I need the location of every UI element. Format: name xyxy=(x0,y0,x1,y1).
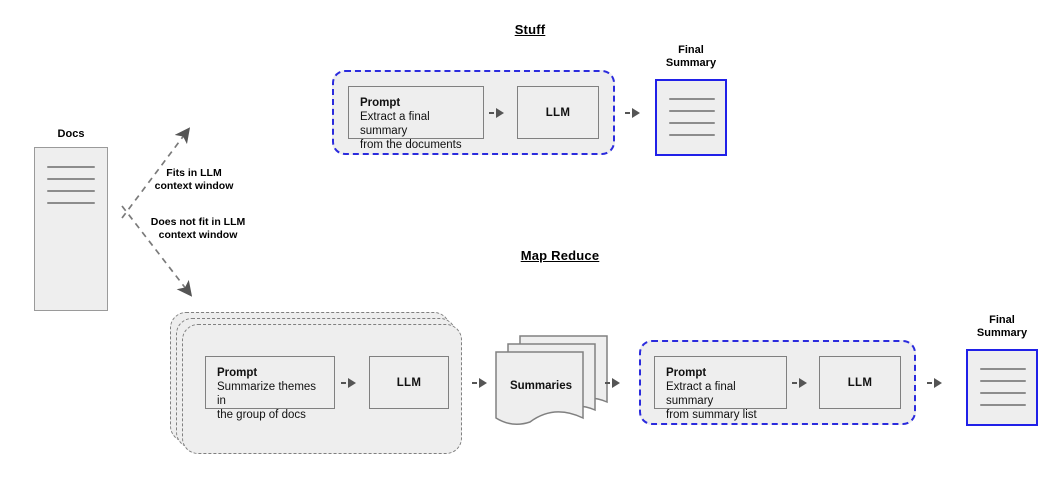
reduce-llm-box[interactable]: LLM xyxy=(819,356,901,409)
arrowhead-icon xyxy=(799,378,807,388)
summaries-sheet-front xyxy=(495,351,584,425)
docs-text-line xyxy=(47,166,95,168)
map-prompt-title: Prompt xyxy=(217,367,258,379)
reduce-prompt-body: Extract a final summary from summary lis… xyxy=(666,381,757,421)
reduce-prompt-box[interactable]: Prompt Extract a final summary from summ… xyxy=(654,356,787,421)
summary-text-line xyxy=(669,110,715,112)
summary-text-line xyxy=(669,134,715,136)
reduce-connector-llm-to-output xyxy=(927,377,942,389)
branch-arrow-fits xyxy=(121,127,191,219)
reduce-connector-prompt-to-llm xyxy=(792,377,807,389)
branch-arrow-does-not-fit xyxy=(121,205,193,297)
docs-text-line xyxy=(47,190,95,192)
arrowhead-icon xyxy=(496,108,504,118)
map-llm-box[interactable]: LLM xyxy=(369,356,449,409)
map-llm-label: LLM xyxy=(396,376,422,389)
stuff-prompt-box[interactable]: Prompt Extract a final summary from the … xyxy=(348,86,484,151)
summary-text-line xyxy=(980,404,1026,406)
branch-label-fits: Fits in LLM context window xyxy=(154,167,234,192)
docs-document[interactable] xyxy=(34,147,108,311)
summaries-label: Summaries xyxy=(509,380,572,392)
summary-text-line xyxy=(669,122,715,124)
stuff-output-caption: Final Summary xyxy=(665,44,717,69)
connector-stem xyxy=(605,382,610,384)
stuff-llm-box[interactable]: LLM xyxy=(517,86,599,139)
reduce-llm-label: LLM xyxy=(847,376,873,389)
summary-text-line xyxy=(980,380,1026,382)
map-prompt-body: Summarize themes in the group of docs xyxy=(217,381,317,421)
stuff-prompt-body: Extract a final summary from the documen… xyxy=(360,111,462,151)
section-title-stuff: Stuff xyxy=(514,22,546,37)
summaries-connector-to-reduce xyxy=(605,377,620,389)
arrowhead-icon xyxy=(479,378,487,388)
stuff-connector-prompt-to-llm xyxy=(489,107,504,119)
docs-text-line xyxy=(47,202,95,204)
reduce-prompt-title: Prompt xyxy=(666,367,707,379)
map-connector-prompt-to-llm xyxy=(341,377,356,389)
stuff-prompt-title: Prompt xyxy=(360,97,401,109)
arrowhead-icon xyxy=(348,378,356,388)
stuff-connector-llm-to-output xyxy=(625,107,640,119)
arrowhead-icon xyxy=(934,378,942,388)
summaries-stack[interactable]: Summaries xyxy=(494,330,614,430)
reduce-final-summary-document[interactable] xyxy=(966,349,1038,426)
summary-text-line xyxy=(669,98,715,100)
connector-stem xyxy=(625,112,630,114)
docs-text-line xyxy=(47,178,95,180)
connector-stem xyxy=(792,382,797,384)
reduce-output-caption: Final Summary xyxy=(976,314,1028,339)
stuff-llm-label: LLM xyxy=(545,106,571,119)
connector-stem xyxy=(472,382,477,384)
summary-text-line xyxy=(980,392,1026,394)
map-connector-llm-to-summaries xyxy=(472,377,487,389)
docs-caption: Docs xyxy=(57,128,85,140)
map-prompt-box[interactable]: Prompt Summarize themes in the group of … xyxy=(205,356,335,421)
connector-stem xyxy=(489,112,494,114)
connector-stem xyxy=(927,382,932,384)
summary-text-line xyxy=(980,368,1026,370)
connector-stem xyxy=(341,382,346,384)
branch-arrows xyxy=(121,127,193,297)
arrowhead-icon xyxy=(612,378,620,388)
section-title-map-reduce: Map Reduce xyxy=(520,248,600,263)
stuff-final-summary-document[interactable] xyxy=(655,79,727,156)
arrowhead-icon xyxy=(632,108,640,118)
branch-label-does-not-fit: Does not fit in LLM context window xyxy=(150,216,246,241)
